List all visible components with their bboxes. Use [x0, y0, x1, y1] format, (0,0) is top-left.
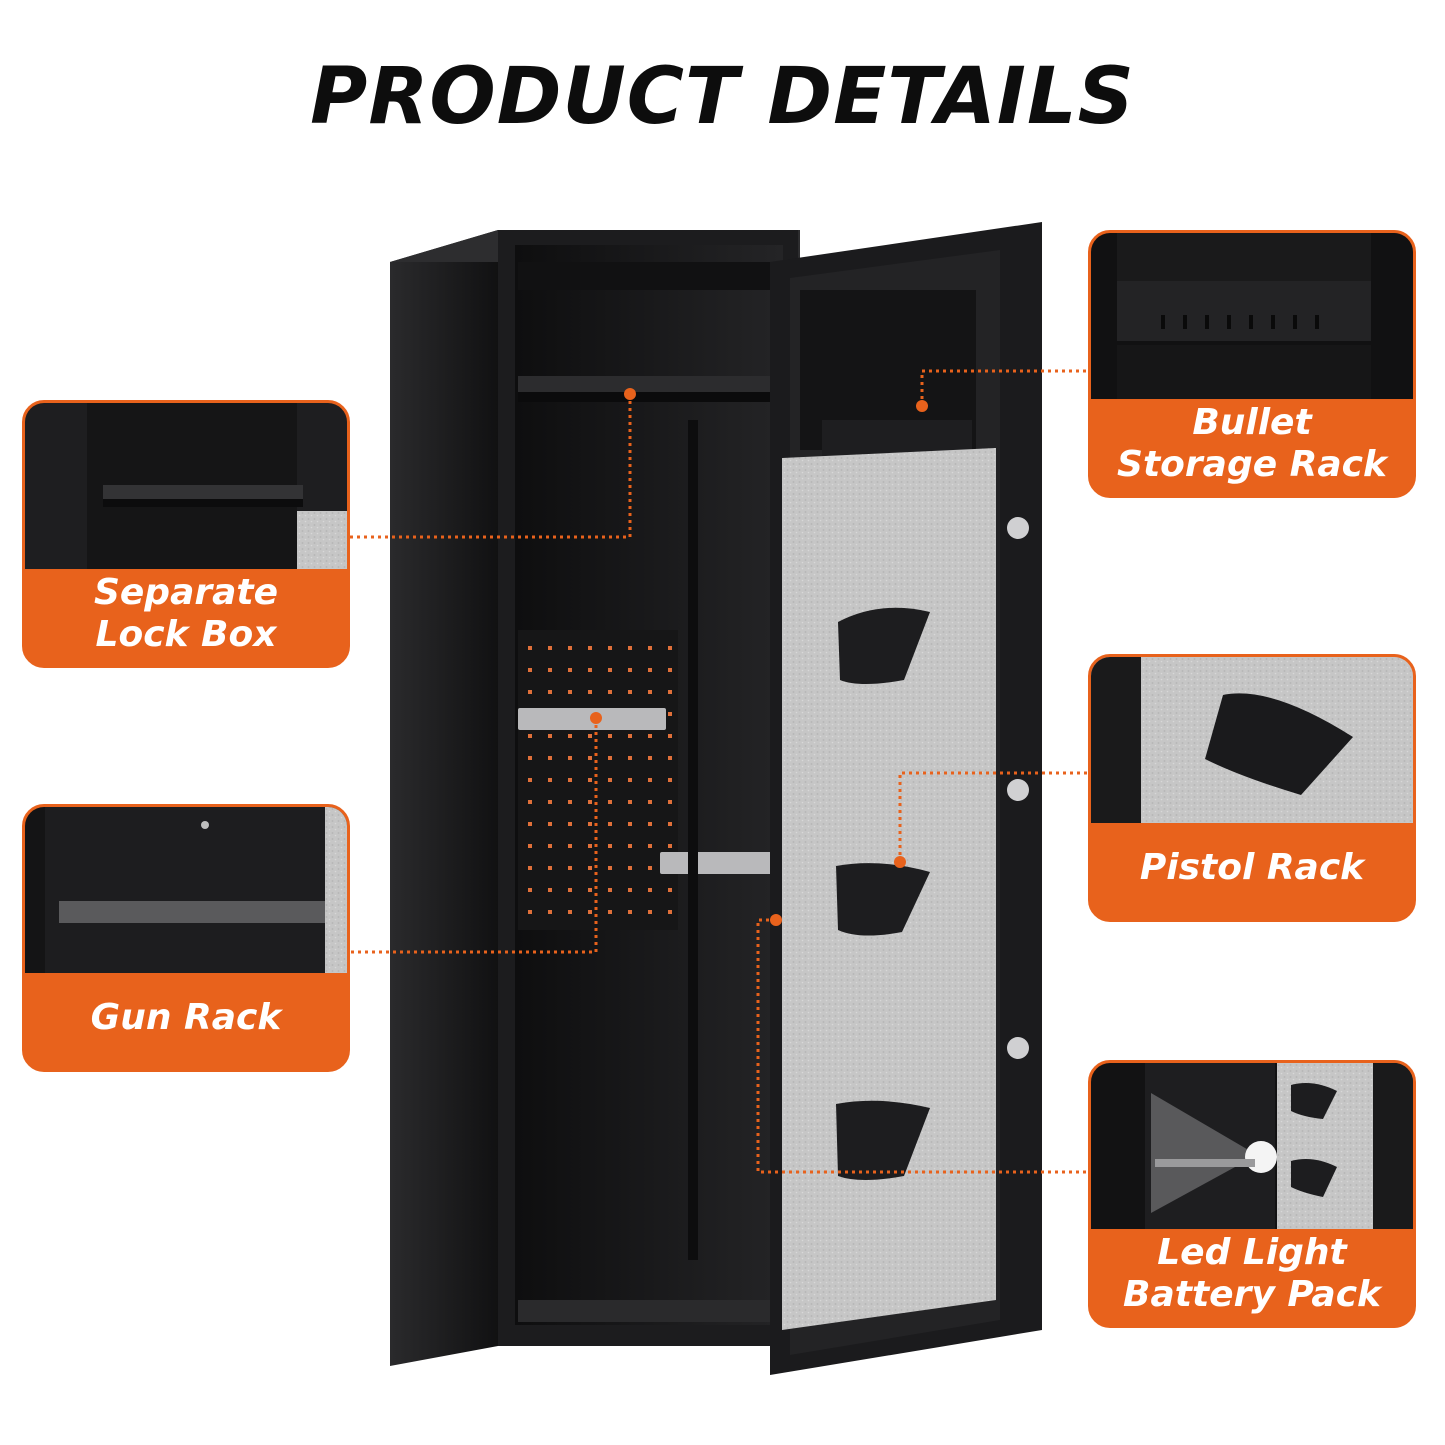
page-title: PRODUCT DETAILS: [310, 52, 1135, 142]
bullet-rack-label: Bullet Storage Rack: [1117, 402, 1387, 485]
callout-gun-rack: Gun Rack: [22, 804, 350, 1072]
lock-box-photo: [25, 403, 347, 569]
hinge-top: [1007, 517, 1029, 539]
lower-gun-rack: [660, 852, 772, 874]
pistol-rack-label: Pistol Rack: [1139, 847, 1365, 888]
hinge-bottom: [1007, 1037, 1029, 1059]
pistol-holster-2: [836, 863, 930, 936]
pegboard-panel: [518, 630, 678, 930]
callout-bullet-rack: Bullet Storage Rack: [1088, 230, 1416, 498]
pistol-holster-3: [836, 1100, 930, 1180]
safe-body: [390, 230, 800, 1366]
leader-lines: [350, 369, 1088, 1174]
led-light-label: Led Light Battery Pack: [1123, 1232, 1381, 1315]
hinge-middle: [1007, 779, 1029, 801]
leader-dots: [590, 388, 928, 926]
pistol-holster-1: [838, 607, 930, 684]
callout-led-light: Led Light Battery Pack: [1088, 1060, 1416, 1328]
gun-rack-label: Gun Rack: [90, 997, 282, 1038]
callout-lock-box: Separate Lock Box: [22, 400, 350, 668]
led-light-photo: [1091, 1063, 1413, 1229]
pistol-rack-photo: [1091, 657, 1413, 823]
bullet-rack-photo: [1091, 233, 1413, 399]
safe-door: [770, 222, 1042, 1375]
lock-box-label: Separate Lock Box: [93, 572, 279, 655]
gun-rack-photo: [25, 807, 347, 973]
top-shelf: [518, 376, 774, 392]
callout-pistol-rack: Pistol Rack: [1088, 654, 1416, 922]
